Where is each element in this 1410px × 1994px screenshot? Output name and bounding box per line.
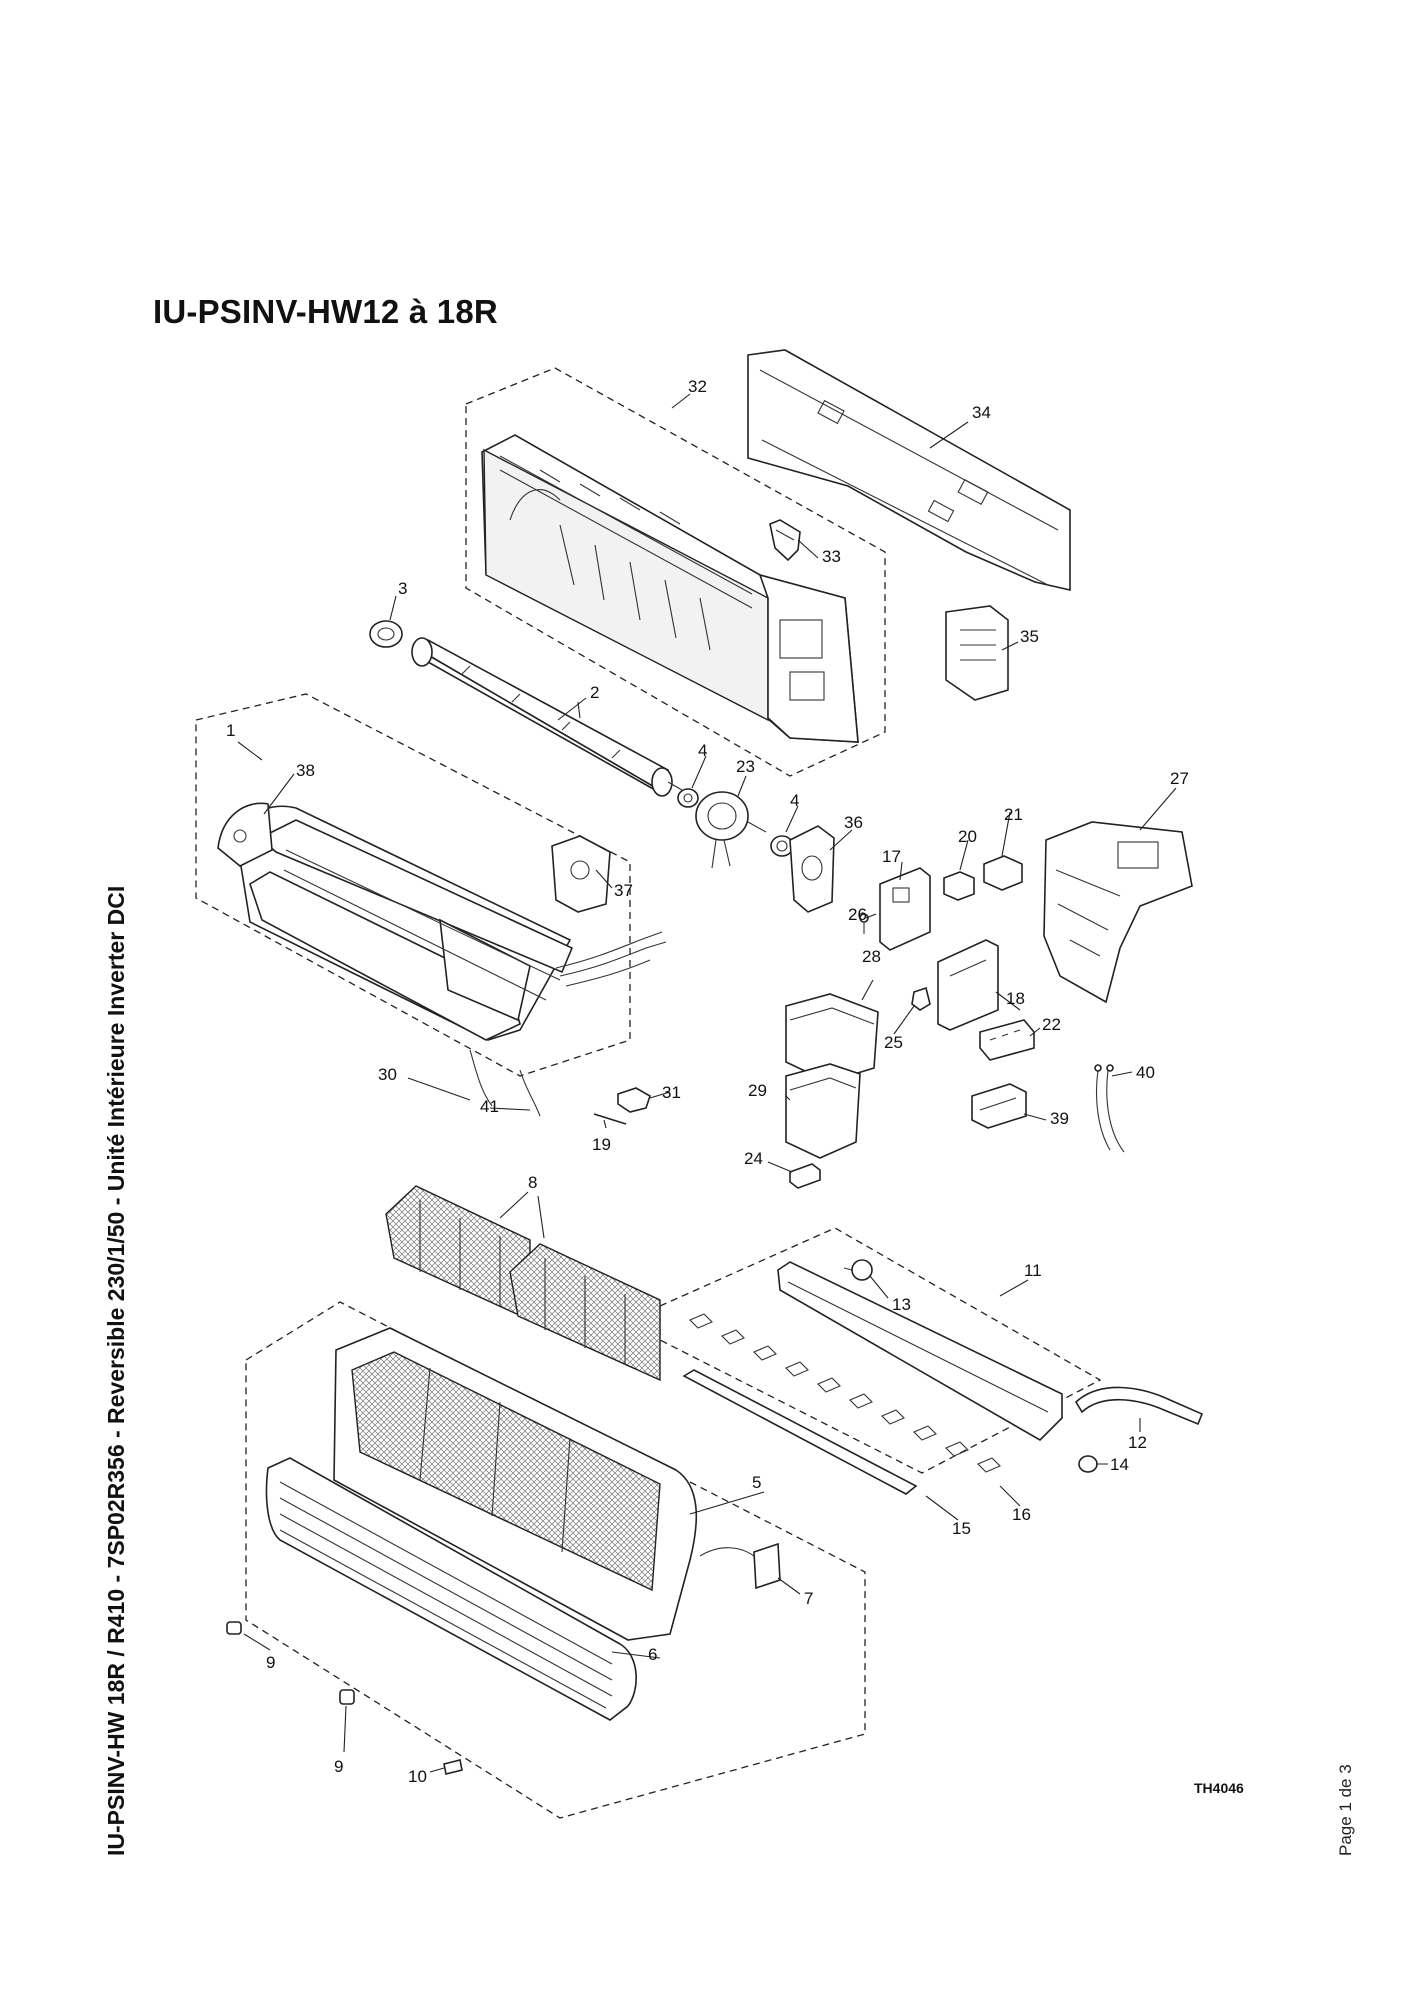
part-bushing-4b xyxy=(770,835,794,857)
callout-5: 5 xyxy=(752,1473,761,1492)
part-wire-harness-40 xyxy=(1094,1064,1125,1153)
part-front-panel xyxy=(265,1457,637,1721)
callout-23: 23 xyxy=(736,757,755,776)
callout-1: 1 xyxy=(226,721,235,740)
callout-31: 31 xyxy=(662,1083,681,1102)
callout-labels: 32 34 3 33 35 2 1 38 4 23 4 36 27 21 20 … xyxy=(226,377,1189,1786)
callout-16: 16 xyxy=(1012,1505,1031,1524)
part-air-filter-left xyxy=(385,1185,531,1322)
callout-6: 6 xyxy=(648,1645,657,1664)
part-screw-10 xyxy=(443,1759,463,1775)
callout-9a: 9 xyxy=(266,1653,275,1672)
part-mounting-plate xyxy=(747,349,1071,592)
part-relay-20 xyxy=(943,871,975,901)
callout-26: 26 xyxy=(848,905,867,924)
part-connection-pipes xyxy=(555,931,667,987)
callout-29: 29 xyxy=(748,1081,767,1100)
part-screw-26 xyxy=(859,913,869,934)
callout-17: 17 xyxy=(882,847,901,866)
callout-27: 27 xyxy=(1170,769,1189,788)
group-box-evaporator xyxy=(195,693,631,1077)
part-bearing-3 xyxy=(369,620,403,648)
part-cap-14 xyxy=(1078,1455,1098,1473)
part-clip-24 xyxy=(789,1163,821,1189)
part-clip-bracket xyxy=(945,605,1009,701)
callout-2: 2 xyxy=(590,683,599,702)
callout-24: 24 xyxy=(744,1149,763,1168)
part-terminal-block-22 xyxy=(979,1019,1035,1061)
callout-7: 7 xyxy=(804,1589,813,1608)
page-title: IU-PSINV-HW12 à 18R xyxy=(153,293,498,330)
callout-9b: 9 xyxy=(334,1757,343,1776)
callout-22: 22 xyxy=(1042,1015,1061,1034)
part-display-board-18 xyxy=(937,939,999,1031)
callout-14: 14 xyxy=(1110,1455,1129,1474)
part-front-grille xyxy=(333,1327,698,1641)
callout-25: 25 xyxy=(884,1033,903,1052)
callout-4a: 4 xyxy=(698,741,707,760)
part-electrical-box-27 xyxy=(1043,821,1193,1004)
callout-32: 32 xyxy=(688,377,707,396)
callout-20: 20 xyxy=(958,827,977,846)
part-motor-13 xyxy=(843,1259,873,1281)
callout-37: 37 xyxy=(614,881,633,900)
part-sensor-holder-31 xyxy=(617,1087,651,1113)
group-box-front-panel xyxy=(245,1301,866,1819)
part-louver-link-15 xyxy=(682,1369,918,1495)
callout-8: 8 xyxy=(528,1173,537,1192)
part-tube-support-37 xyxy=(551,835,611,913)
group-box-chassis xyxy=(465,367,886,777)
callout-39: 39 xyxy=(1050,1109,1069,1128)
leader-lines xyxy=(237,393,1177,1773)
callout-30: 30 xyxy=(378,1065,397,1084)
part-cover-28 xyxy=(785,993,879,1083)
part-transformer-21 xyxy=(983,855,1023,891)
callout-41: 41 xyxy=(480,1097,499,1116)
part-louver-blades-16 xyxy=(689,1313,1001,1473)
callout-35: 35 xyxy=(1020,627,1039,646)
part-crossflow-fan xyxy=(411,637,683,797)
callout-34: 34 xyxy=(972,403,991,422)
part-connector-39 xyxy=(971,1083,1027,1129)
part-motor-holder xyxy=(789,825,835,913)
callout-38: 38 xyxy=(296,761,315,780)
callout-11: 11 xyxy=(1024,1261,1042,1280)
callout-13: 13 xyxy=(892,1295,911,1314)
part-cover-29 xyxy=(785,1063,861,1159)
callout-19: 19 xyxy=(592,1135,611,1154)
callout-3: 3 xyxy=(398,579,407,598)
part-screw-cap-9a xyxy=(226,1621,242,1635)
callout-10: 10 xyxy=(408,1767,427,1786)
part-thermistor-wires xyxy=(469,1049,541,1117)
part-drain-hose-12 xyxy=(1074,1386,1204,1426)
callout-33: 33 xyxy=(822,547,841,566)
part-label-7 xyxy=(699,1542,781,1590)
part-clip-25 xyxy=(911,986,931,1011)
callout-15: 15 xyxy=(952,1519,971,1538)
callout-21: 21 xyxy=(1004,805,1023,824)
part-fan-motor xyxy=(695,791,767,869)
callout-4b: 4 xyxy=(790,791,799,810)
part-bushing-4a xyxy=(677,788,699,808)
part-evaporator-coil xyxy=(238,805,574,1041)
part-air-filter-right xyxy=(509,1243,661,1382)
callout-36: 36 xyxy=(844,813,863,832)
part-bracket-33 xyxy=(769,519,801,562)
drawing-reference: TH4046 xyxy=(1194,1780,1244,1796)
callout-40: 40 xyxy=(1136,1063,1155,1082)
part-chassis xyxy=(481,434,859,743)
part-end-plate-38 xyxy=(217,802,273,867)
callout-18: 18 xyxy=(1006,989,1025,1008)
part-screw-cap-9b xyxy=(339,1689,355,1705)
part-louver-assembly xyxy=(777,1261,1063,1441)
part-sensor-19 xyxy=(593,1113,627,1125)
callout-12: 12 xyxy=(1128,1433,1147,1452)
callout-28: 28 xyxy=(862,947,881,966)
part-control-board-17 xyxy=(879,867,931,951)
